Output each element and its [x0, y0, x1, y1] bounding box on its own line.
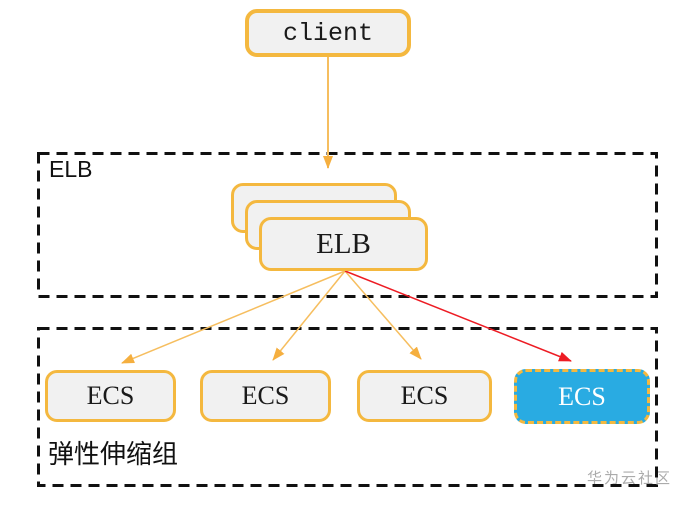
elb-to-ecs2-arrow	[272, 270, 346, 361]
ecs-node-3: ECS	[357, 370, 492, 422]
elb-node: ELB	[259, 217, 428, 271]
ecs-node-4-label: ECS	[558, 381, 606, 411]
client-node-label: client	[282, 18, 373, 48]
ecs-node-2: ECS	[200, 370, 331, 422]
ecs-node-1-label: ECS	[86, 381, 135, 410]
elb-node-label: ELB	[316, 227, 371, 260]
scaling-group-border	[37, 327, 658, 487]
elb-container-border	[37, 152, 658, 298]
watermark: 华为云社区	[586, 469, 672, 487]
ecs-node-1: ECS	[45, 370, 176, 422]
elb-container-label: ELB	[49, 156, 93, 182]
elb-to-ecs3-arrow	[344, 270, 422, 360]
ecs-node-3-label: ECS	[400, 381, 449, 410]
client-node: client	[245, 9, 411, 57]
scaling-group-label: 弹性伸缩组	[48, 440, 179, 470]
elb-to-ecs4-alert-arrow	[344, 270, 572, 362]
elb-to-ecs1-arrow	[121, 270, 346, 364]
ecs-node-4-highlighted: ECS	[514, 369, 650, 424]
ecs-node-2-label: ECS	[241, 381, 290, 410]
